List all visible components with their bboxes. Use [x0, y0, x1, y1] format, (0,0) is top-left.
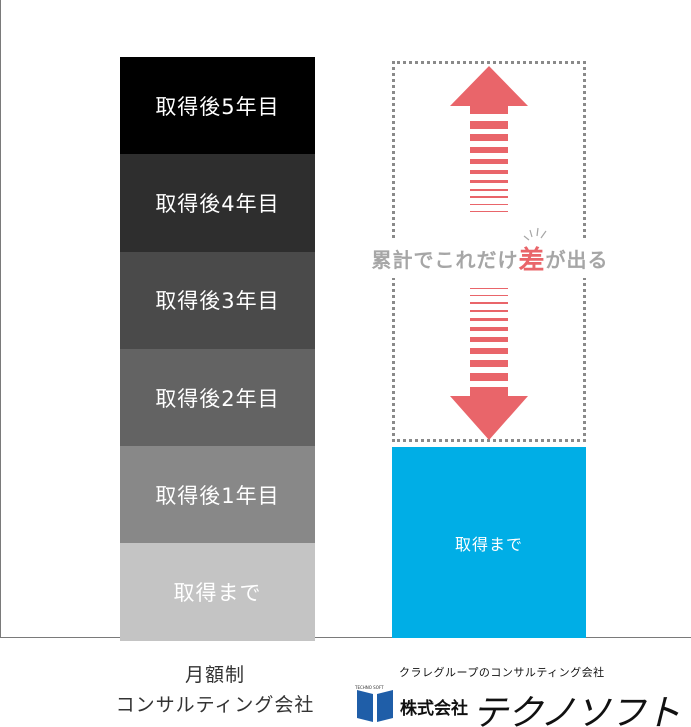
monthly-consulting-caption: 月額制 コンサルティング会社: [90, 660, 340, 720]
monthly-cost-bar: 取得まで: [392, 447, 586, 638]
down-arrow-icon: [450, 288, 528, 440]
logo-company-prefix: 株式会社: [400, 699, 468, 719]
difference-label-prefix: 累計でこれだけ: [371, 247, 519, 272]
stack-segment-year-3: 取得後3年目: [120, 251, 315, 349]
frame-left-line: [0, 0, 1, 638]
difference-label-accent: 差: [518, 245, 546, 276]
logo-small-text: TECHNO SOFT: [355, 685, 384, 690]
difference-label-suffix: が出る: [545, 247, 609, 272]
technosoft-mark-icon: [357, 690, 393, 722]
stack-segment-year-5: 取得後5年目: [120, 57, 315, 155]
stack-segment-year-4: 取得後4年目: [120, 154, 315, 252]
stack-segment-until-acquisition: 取得まで: [120, 543, 315, 641]
cumulative-cost-stack: 取得後5年目 取得後4年目 取得後3年目 取得後2年目 取得後1年目 取得まで: [120, 57, 315, 641]
technosoft-logo: クラレグループのコンサルティング会社 TECHNO SOFT 株式会社 テクノソ…: [355, 660, 681, 727]
up-arrow-icon: [450, 66, 528, 212]
difference-label: 累計でこれだけ差が出る: [330, 238, 650, 278]
frame-baseline: [0, 637, 691, 638]
stack-segment-year-2: 取得後2年目: [120, 348, 315, 447]
caption-line-2: コンサルティング会社: [115, 694, 315, 716]
logo-company-name: テクノソフト: [472, 693, 681, 727]
caption-line-1: 月額制: [184, 664, 245, 686]
logo-tagline: クラレグループのコンサルティング会社: [399, 666, 605, 679]
emphasis-sparks-icon: [523, 227, 547, 241]
stack-segment-year-1: 取得後1年目: [120, 446, 315, 544]
